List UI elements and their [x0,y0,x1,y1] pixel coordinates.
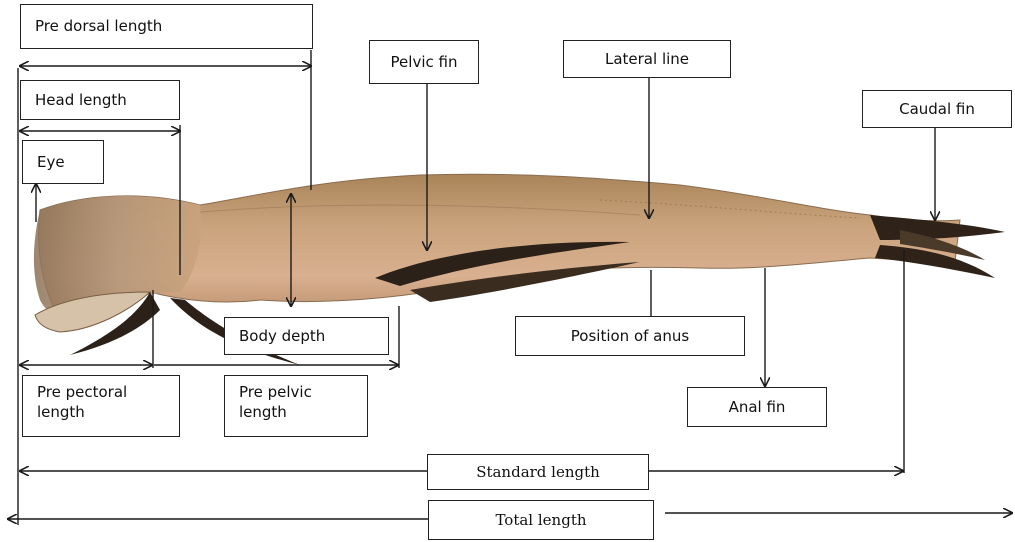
label-pelvic-fin: Pelvic fin [369,40,479,84]
label-pre-pectoral-length: Pre pectoral length [22,375,180,437]
label-position-of-anus: Position of anus [515,316,745,356]
label-total-length: Total length [428,500,654,540]
label-caudal-fin: Caudal fin [862,90,1012,128]
label-anal-fin: Anal fin [687,387,827,427]
label-standard-length: Standard length [427,454,649,490]
label-head-length: Head length [20,80,180,120]
label-lateral-line: Lateral line [563,40,731,78]
label-body-depth: Body depth [224,317,389,355]
label-eye: Eye [22,140,104,184]
label-pre-pelvic-length: Pre pelvic length [224,375,368,437]
label-pre-dorsal-length: Pre dorsal length [20,4,313,49]
